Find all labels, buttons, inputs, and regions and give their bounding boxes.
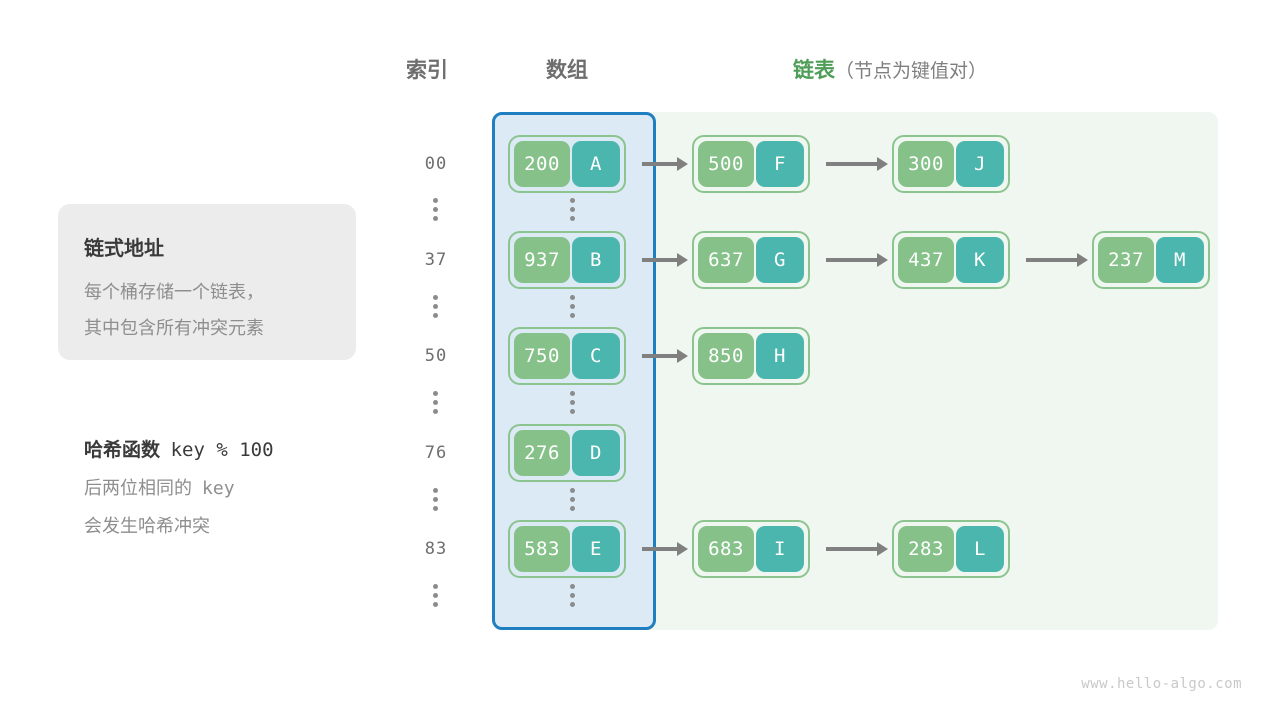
- node-key: 300: [898, 141, 954, 187]
- next-pointer-arrow: [642, 542, 688, 556]
- arrow-head: [877, 542, 888, 556]
- next-pointer-arrow: [826, 253, 888, 267]
- column-header-index: 索引: [406, 59, 448, 82]
- hash-note-line-1-code: key: [202, 478, 235, 499]
- node-value: B: [572, 237, 620, 283]
- hash-function-title: 哈希函数 key % 100: [84, 435, 384, 462]
- next-pointer-arrow: [642, 253, 688, 267]
- arrow-head: [677, 542, 688, 556]
- node-key: 937: [514, 237, 570, 283]
- arrow-head: [677, 157, 688, 171]
- node-value: H: [756, 333, 804, 379]
- array-ellipsis: [570, 391, 575, 414]
- node-value: F: [756, 141, 804, 187]
- watermark: www.hello-algo.com: [1081, 676, 1242, 692]
- arrow-shaft: [642, 547, 677, 551]
- bucket-index-label: 76: [424, 443, 448, 463]
- info-card: 链式地址 每个桶存储一个链表， 其中包含所有冲突元素: [58, 204, 356, 360]
- column-header-linkedlist-sub: （节点为键值对）: [835, 61, 988, 82]
- node-value: E: [572, 526, 620, 572]
- node-key: 276: [514, 430, 570, 476]
- array-ellipsis: [570, 584, 575, 607]
- hash-function-label: 哈希函数: [84, 440, 161, 461]
- bucket-index-label: 50: [424, 346, 448, 366]
- array-ellipsis: [570, 198, 575, 221]
- node-key: 850: [698, 333, 754, 379]
- hash-note-line-2: 会发生哈希冲突: [84, 516, 210, 536]
- info-card-line-1: 每个桶存储一个链表，: [84, 282, 264, 302]
- array-ellipsis: [570, 295, 575, 318]
- hash-note-line-1-text: 后两位相同的: [84, 478, 192, 498]
- node-value: C: [572, 333, 620, 379]
- index-ellipsis: [433, 584, 438, 607]
- node-key: 437: [898, 237, 954, 283]
- arrow-shaft: [642, 354, 677, 358]
- node-key: 583: [514, 526, 570, 572]
- bucket-index-label: 00: [424, 154, 448, 174]
- node-key: 637: [698, 237, 754, 283]
- array-ellipsis: [570, 488, 575, 511]
- next-pointer-arrow: [1026, 253, 1088, 267]
- arrow-shaft: [642, 258, 677, 262]
- arrow-head: [877, 253, 888, 267]
- node-key: 750: [514, 333, 570, 379]
- node-key: 500: [698, 141, 754, 187]
- arrow-shaft: [826, 162, 877, 166]
- next-pointer-arrow: [826, 157, 888, 171]
- arrow-head: [1077, 253, 1088, 267]
- arrow-shaft: [826, 547, 877, 551]
- node-value: I: [756, 526, 804, 572]
- next-pointer-arrow: [826, 542, 888, 556]
- info-card-line-2: 其中包含所有冲突元素: [84, 318, 264, 338]
- arrow-head: [877, 157, 888, 171]
- node-key: 283: [898, 526, 954, 572]
- node-value: G: [756, 237, 804, 283]
- node-value: K: [956, 237, 1004, 283]
- index-ellipsis: [433, 488, 438, 511]
- column-header-array: 数组: [546, 59, 588, 82]
- node-value: M: [1156, 237, 1204, 283]
- info-card-title: 链式地址: [84, 238, 164, 260]
- index-ellipsis: [433, 198, 438, 221]
- arrow-shaft: [1026, 258, 1077, 262]
- index-ellipsis: [433, 295, 438, 318]
- column-header-linkedlist: 链表（节点为键值对）: [793, 54, 987, 84]
- arrow-head: [677, 349, 688, 363]
- node-value: A: [572, 141, 620, 187]
- bucket-index-label: 83: [424, 539, 448, 559]
- arrow-shaft: [826, 258, 877, 262]
- bucket-index-label: 37: [424, 250, 448, 270]
- node-value: D: [572, 430, 620, 476]
- index-ellipsis: [433, 391, 438, 414]
- arrow-head: [677, 253, 688, 267]
- next-pointer-arrow: [642, 157, 688, 171]
- hash-note-line-1: 后两位相同的 key: [84, 474, 384, 500]
- node-key: 200: [514, 141, 570, 187]
- node-key: 683: [698, 526, 754, 572]
- arrow-shaft: [642, 162, 677, 166]
- node-key: 237: [1098, 237, 1154, 283]
- node-value: L: [956, 526, 1004, 572]
- hash-function-expression: key % 100: [170, 439, 274, 461]
- column-header-linkedlist-main: 链表: [793, 59, 835, 82]
- hash-function-note: 哈希函数 key % 100 后两位相同的 key 会发生哈希冲突: [84, 435, 384, 538]
- next-pointer-arrow: [642, 349, 688, 363]
- node-value: J: [956, 141, 1004, 187]
